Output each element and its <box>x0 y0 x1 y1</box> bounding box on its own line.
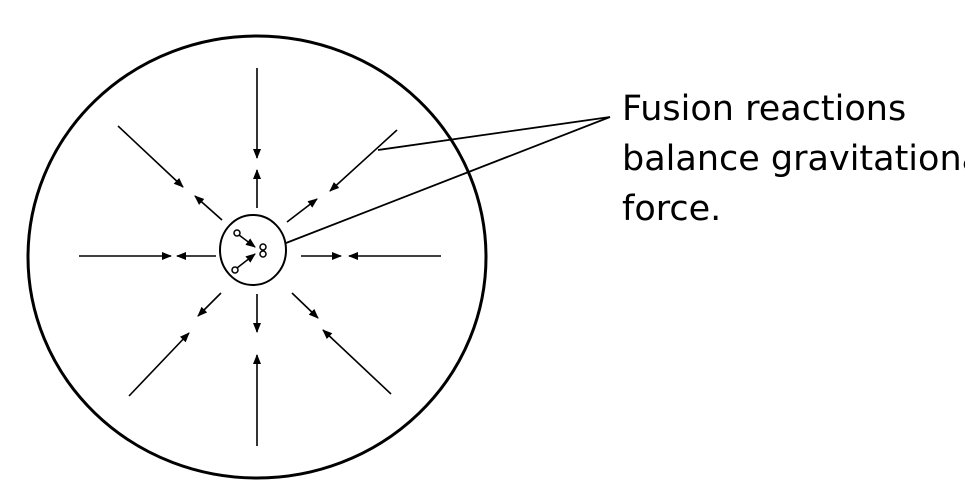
gravity-arrow-bottom-left <box>128 332 190 397</box>
gravity-arrow-bottom-right <box>322 329 392 395</box>
pressure-arrow-down-right <box>291 292 319 319</box>
fusion-reaction-icon <box>231 229 267 274</box>
pressure-arrows <box>176 169 342 333</box>
pressure-arrow-up-right <box>286 198 318 223</box>
callout-lines <box>285 116 611 244</box>
caption-line-1: Fusion reactions <box>622 89 907 129</box>
star-outline <box>26 34 488 480</box>
pressure-arrow-up-left <box>194 195 223 221</box>
callout-line-lower <box>285 116 611 244</box>
gravity-arrows <box>79 68 441 446</box>
pressure-arrow-down-left <box>197 292 222 317</box>
caption-line-2: balance gravitational <box>622 139 965 179</box>
gravity-arrow-top-right <box>329 129 398 192</box>
star-core <box>219 214 287 286</box>
fusion-caption: Fusion reactions balance gravitational f… <box>622 84 965 234</box>
gravity-arrow-top-left <box>117 125 184 188</box>
caption-line-3: force. <box>622 189 722 229</box>
callout-line-upper <box>377 116 611 151</box>
